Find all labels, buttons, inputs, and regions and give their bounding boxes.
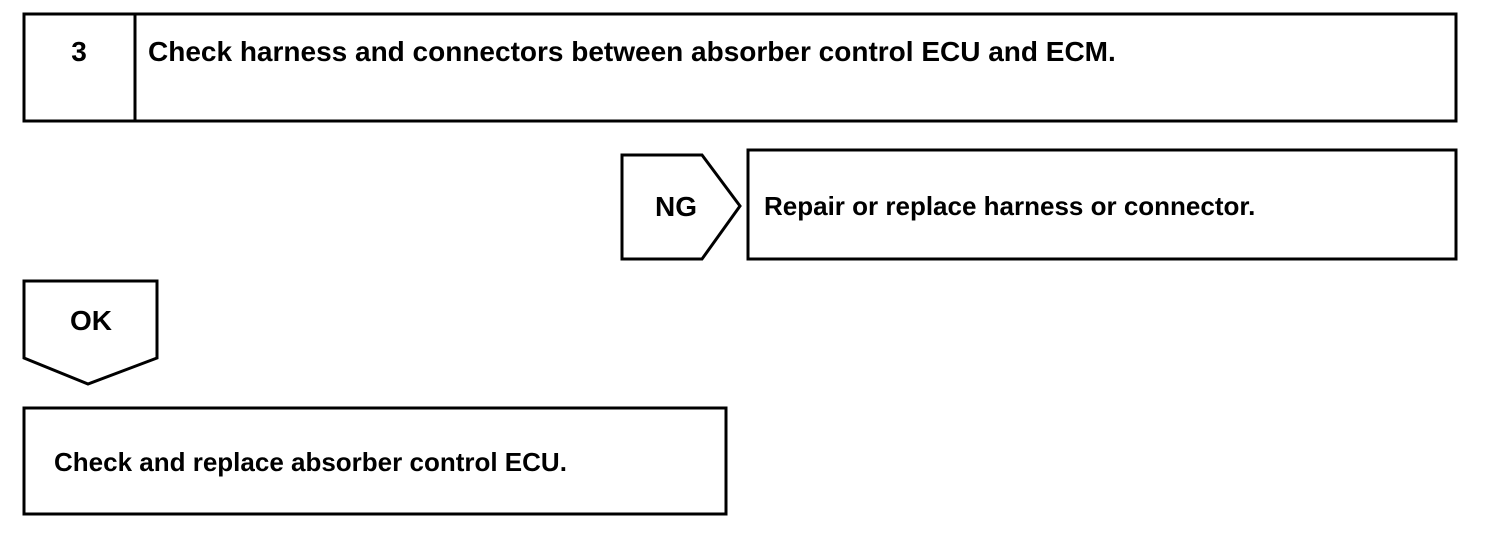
ng-label: NG <box>655 191 697 222</box>
step-box <box>22 12 1458 123</box>
ng-action-text: Repair or replace harness or connector. <box>764 191 1256 221</box>
ng-action-box <box>746 148 1458 261</box>
ok-arrow-shape <box>22 279 159 386</box>
ok-action-box <box>22 406 728 516</box>
ng-arrow-shape <box>620 153 742 261</box>
step-number: 3 <box>71 36 87 67</box>
ok-label: OK <box>70 305 112 336</box>
step-title: Check harness and connectors between abs… <box>148 36 1116 67</box>
ok-action-text: Check and replace absorber control ECU. <box>54 447 567 477</box>
